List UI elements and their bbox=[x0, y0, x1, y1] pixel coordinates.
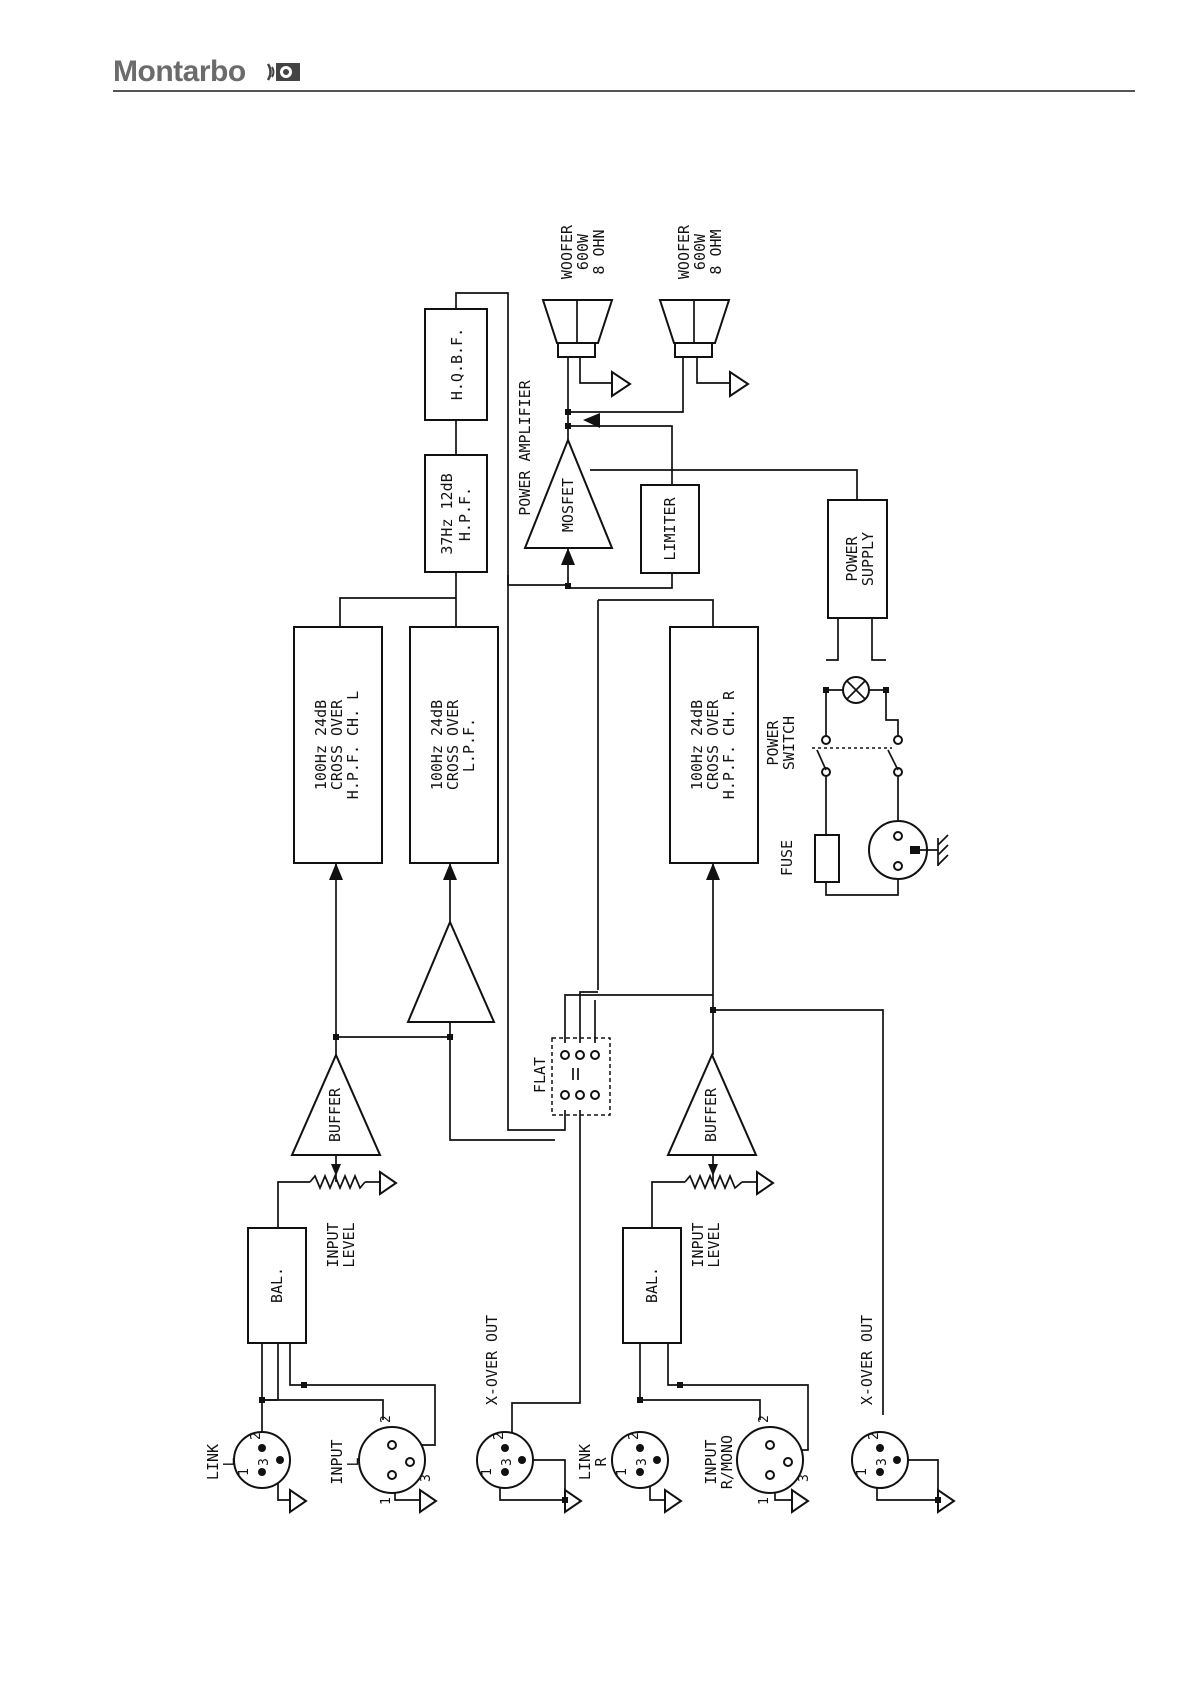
xover-l-line2: CROSS OVER bbox=[328, 699, 346, 790]
woofer-2-line2: 600W bbox=[691, 233, 709, 270]
pin-2: 2 bbox=[757, 1415, 772, 1423]
xover-l-line1: 100Hz 24dB bbox=[312, 700, 330, 790]
pot-r bbox=[684, 1173, 743, 1191]
power-switch-line1: POWER bbox=[764, 719, 782, 765]
xover-r-line3: H.P.F. CH. R bbox=[720, 690, 738, 799]
pin-3: 3 bbox=[257, 1458, 272, 1466]
power-amplifier-label: POWER AMPLIFIER bbox=[516, 379, 534, 515]
input-level-r-line1: INPUT bbox=[689, 1222, 707, 1267]
buffer-l-amp: BUFFER bbox=[290, 1052, 382, 1156]
xlr-xover-out-2: 1 2 3 X-OVER OUT bbox=[851, 1315, 909, 1489]
arrow-xover-l bbox=[329, 863, 343, 880]
ground-symbols bbox=[289, 370, 956, 1514]
input-r-line2: R/MONO bbox=[718, 1435, 736, 1489]
pin-1: 1 bbox=[237, 1468, 252, 1476]
mosfet-amp: MOSFET bbox=[523, 413, 614, 565]
pin-2: 2 bbox=[867, 1432, 882, 1440]
link-r-line1: LINK bbox=[576, 1444, 594, 1480]
pin-1: 1 bbox=[757, 1497, 772, 1505]
pot-l bbox=[309, 1173, 366, 1191]
pin-1: 1 bbox=[615, 1468, 630, 1476]
xover-r-block: 100Hz 24dB CROSS OVER H.P.F. CH. R bbox=[669, 626, 759, 864]
buffer-l-label: BUFFER bbox=[326, 1087, 344, 1142]
woofer-1-line1: WOOFER bbox=[558, 224, 576, 279]
hpf-37hz-block: 37Hz 12dB H.P.F. bbox=[424, 454, 488, 573]
link-l-line2: L bbox=[220, 1457, 238, 1466]
xlr-input-r: 1 2 3 INPUT R/MONO bbox=[702, 1415, 812, 1505]
fuse-label: FUSE bbox=[778, 840, 796, 876]
power-supply-block: POWER SUPPLY bbox=[827, 499, 888, 619]
pin-3: 3 bbox=[635, 1458, 650, 1466]
pin-2: 2 bbox=[379, 1415, 394, 1423]
pin-2: 2 bbox=[627, 1432, 642, 1440]
bal-r-block: BAL. bbox=[622, 1227, 682, 1344]
limiter-label: LIMITER bbox=[661, 496, 679, 560]
woofer-1-line3: 8 OHN bbox=[590, 229, 608, 274]
xlr-link-l: 1 2 3 LINK L bbox=[204, 1431, 291, 1489]
woofer-1 bbox=[541, 299, 614, 358]
xover-lpf-line1: 100Hz 24dB bbox=[428, 700, 446, 790]
link-l-line1: LINK bbox=[204, 1444, 222, 1480]
mosfet-label: MOSFET bbox=[559, 478, 577, 532]
xover-lpf-block: 100Hz 24dB CROSS OVER L.P.F. bbox=[409, 626, 499, 864]
hpf-37hz-line1: 37Hz 12dB bbox=[438, 473, 456, 554]
input-l-line1: INPUT bbox=[328, 1439, 346, 1484]
power-supply-line1: POWER bbox=[843, 535, 861, 581]
pin-3: 3 bbox=[500, 1458, 515, 1466]
input-level-r-line2: LEVEL bbox=[705, 1222, 723, 1267]
flat-label: FLAT bbox=[531, 1057, 549, 1093]
hpf-37hz-line2: H.P.F. bbox=[456, 487, 474, 541]
pin-3: 3 bbox=[419, 1474, 434, 1482]
pin-3: 3 bbox=[875, 1458, 890, 1466]
flat-switch: FLAT bbox=[531, 1037, 611, 1116]
buffer-r-amp: BUFFER bbox=[666, 1052, 758, 1156]
input-l-line2: L bbox=[344, 1457, 362, 1466]
power-section: POWER SWITCH FUSE bbox=[764, 676, 949, 883]
pin-1: 1 bbox=[480, 1468, 495, 1476]
power-supply-line2: SUPPLY bbox=[859, 532, 877, 586]
header-rule bbox=[113, 90, 1135, 92]
page-header: Montarbo bbox=[0, 0, 1191, 100]
pin-2: 2 bbox=[492, 1432, 507, 1440]
input-r-line1: INPUT bbox=[702, 1439, 720, 1484]
power-switch-line2: SWITCH bbox=[780, 716, 798, 770]
bal-l-label: BAL. bbox=[268, 1267, 286, 1303]
xover-lpf-line2: CROSS OVER bbox=[444, 699, 462, 790]
xover-out-2-label: X-OVER OUT bbox=[858, 1315, 876, 1405]
link-r-line2: R bbox=[592, 1457, 610, 1467]
xlr-xover-out-1: 1 2 3 X-OVER OUT bbox=[476, 1315, 534, 1489]
woofer-2-line3: 8 OHM bbox=[707, 229, 725, 274]
input-level-l-line2: LEVEL bbox=[340, 1222, 358, 1267]
buffer-r-label: BUFFER bbox=[702, 1087, 720, 1142]
arrow-xover-r bbox=[706, 863, 720, 880]
xlr-input-l: 1 2 3 INPUT L bbox=[328, 1415, 434, 1505]
xover-l-block: 100Hz 24dB CROSS OVER H.P.F. CH. L bbox=[293, 626, 383, 864]
woofer-2 bbox=[658, 299, 731, 358]
woofer-1-line2: 600W bbox=[574, 233, 592, 270]
xover-l-line3: H.P.F. CH. L bbox=[344, 691, 362, 799]
bal-l-block: BAL. bbox=[247, 1227, 307, 1344]
arrow-xover-lpf bbox=[443, 863, 457, 880]
lpf-amp bbox=[406, 919, 496, 1023]
xlr-link-r: 1 2 3 LINK R bbox=[576, 1431, 669, 1489]
xover-r-line2: CROSS OVER bbox=[704, 699, 722, 790]
hqbf-label: H.Q.B.F. bbox=[448, 328, 466, 400]
bal-r-label: BAL. bbox=[643, 1267, 661, 1303]
junction-dots bbox=[259, 409, 941, 1503]
hqbf-block: H.Q.B.F. bbox=[424, 308, 488, 421]
xover-r-line1: 100Hz 24dB bbox=[688, 700, 706, 790]
pin-2: 2 bbox=[249, 1432, 264, 1440]
xover-lpf-line3: L.P.F. bbox=[460, 718, 478, 772]
woofer-2-line1: WOOFER bbox=[675, 224, 693, 279]
wiring bbox=[261, 292, 939, 1501]
xover-out-1-label: X-OVER OUT bbox=[483, 1315, 501, 1405]
pin-3: 3 bbox=[797, 1474, 812, 1482]
brand-name: Montarbo bbox=[113, 55, 246, 88]
pin-1: 1 bbox=[855, 1468, 870, 1476]
input-level-l-line1: INPUT bbox=[324, 1222, 342, 1267]
limiter-block: LIMITER bbox=[640, 484, 700, 574]
pin-1: 1 bbox=[379, 1497, 394, 1505]
speaker-logo-icon bbox=[266, 63, 300, 81]
